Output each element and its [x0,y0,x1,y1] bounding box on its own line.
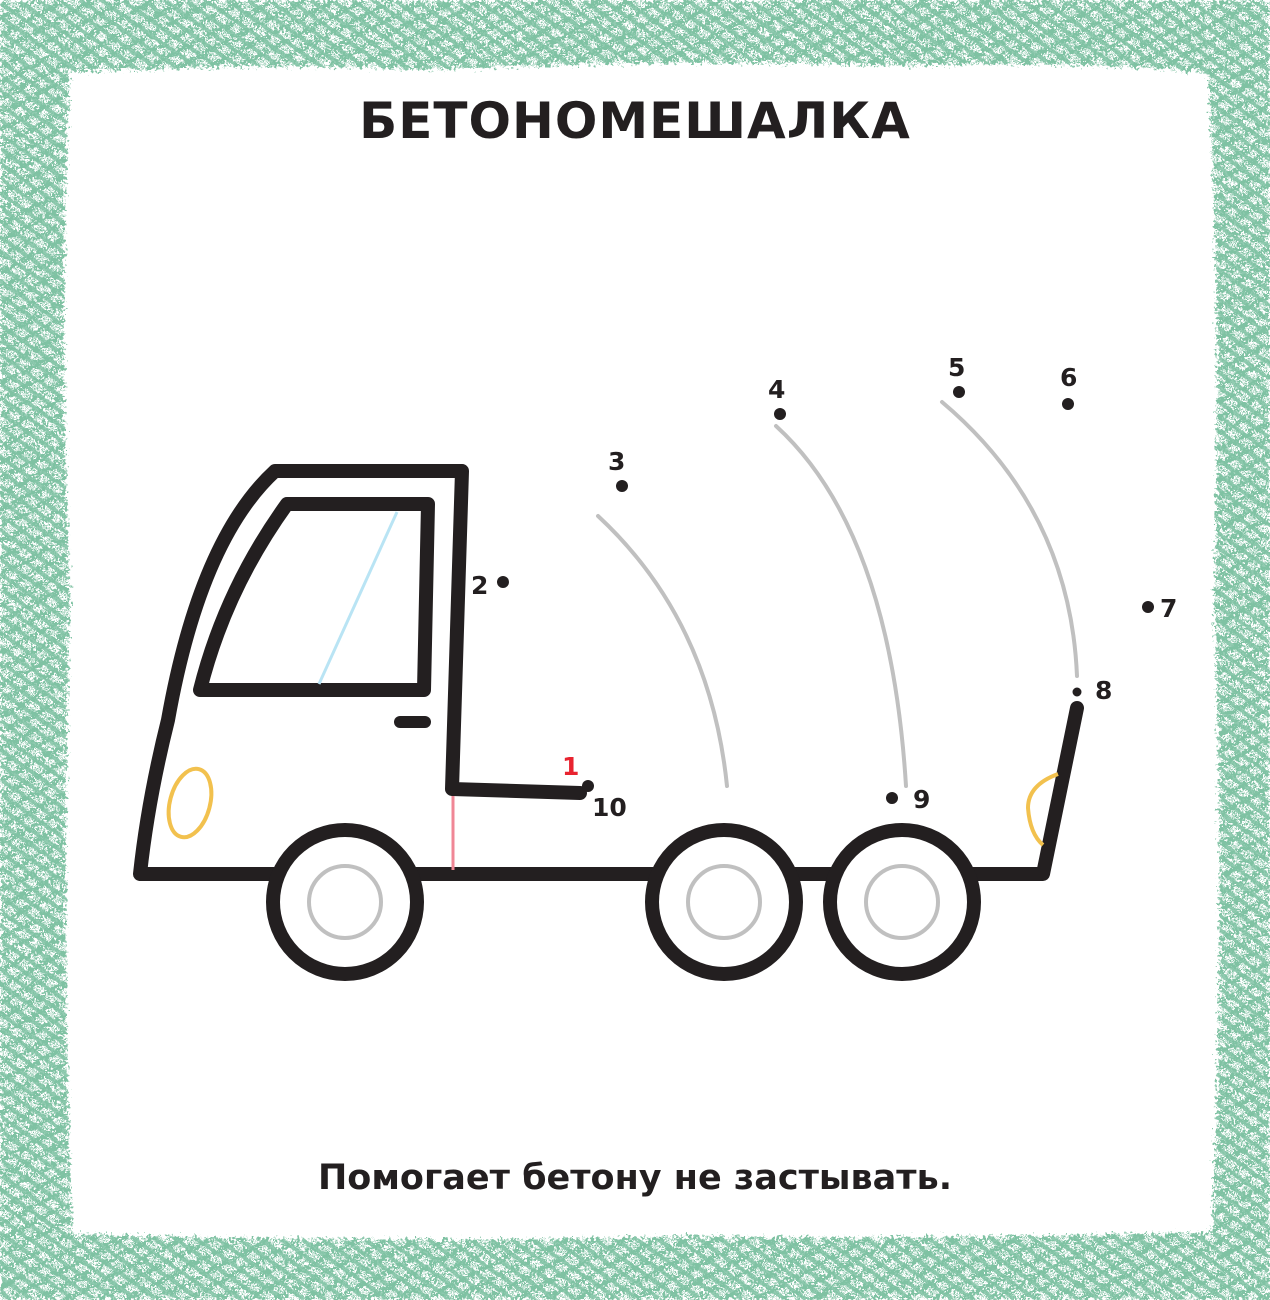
dot-8[interactable]: 8 [1069,676,1112,705]
dot-4[interactable]: 4 [768,375,786,420]
dot-5[interactable]: 5 [948,353,965,398]
dot-2[interactable]: 2 [471,571,509,600]
dot-label-1: 1 [562,752,579,781]
dot-label-5: 5 [948,353,965,382]
dot-3[interactable]: 3 [608,447,628,492]
wheel-rear [823,823,981,981]
wheels [266,823,981,981]
guide-arc-1 [596,514,729,788]
hubcap [686,864,762,940]
guide-arc-3 [940,400,1079,678]
wheel-middle [645,823,803,981]
dot-label-10: 10 [592,793,627,822]
truck-outline [133,464,1084,881]
rear-light [1025,772,1059,847]
window-glare [317,511,399,685]
guide-arc-2 [774,424,908,788]
dot-label-3: 3 [608,447,625,476]
numbered-dots: 1 2 3 4 5 6 7 [471,353,1177,822]
dot-7[interactable]: 7 [1142,594,1177,623]
dot-label-6: 6 [1060,363,1077,392]
dot-label-2: 2 [471,571,488,600]
hubcap [307,864,383,940]
dot-9[interactable]: 9 [886,785,930,814]
front-headlight [166,766,214,840]
dot-label-9: 9 [913,785,930,814]
page-caption: Помогает бетону не застывать. [317,1158,953,1198]
dot-1[interactable]: 1 [562,752,594,792]
cab-window [193,497,435,697]
dot-10[interactable]: 10 [592,793,627,822]
dot-label-4: 4 [768,375,785,404]
dot-label-7: 7 [1160,594,1177,623]
hubcap [864,864,940,940]
dot-6[interactable]: 6 [1060,363,1077,410]
dot-label-8: 8 [1095,676,1112,705]
wheel-front [266,823,424,981]
drum-guide-lines [596,400,1079,788]
page-title: БЕТОНОМЕШАЛКА [359,92,911,150]
cab-outline [133,464,1084,881]
